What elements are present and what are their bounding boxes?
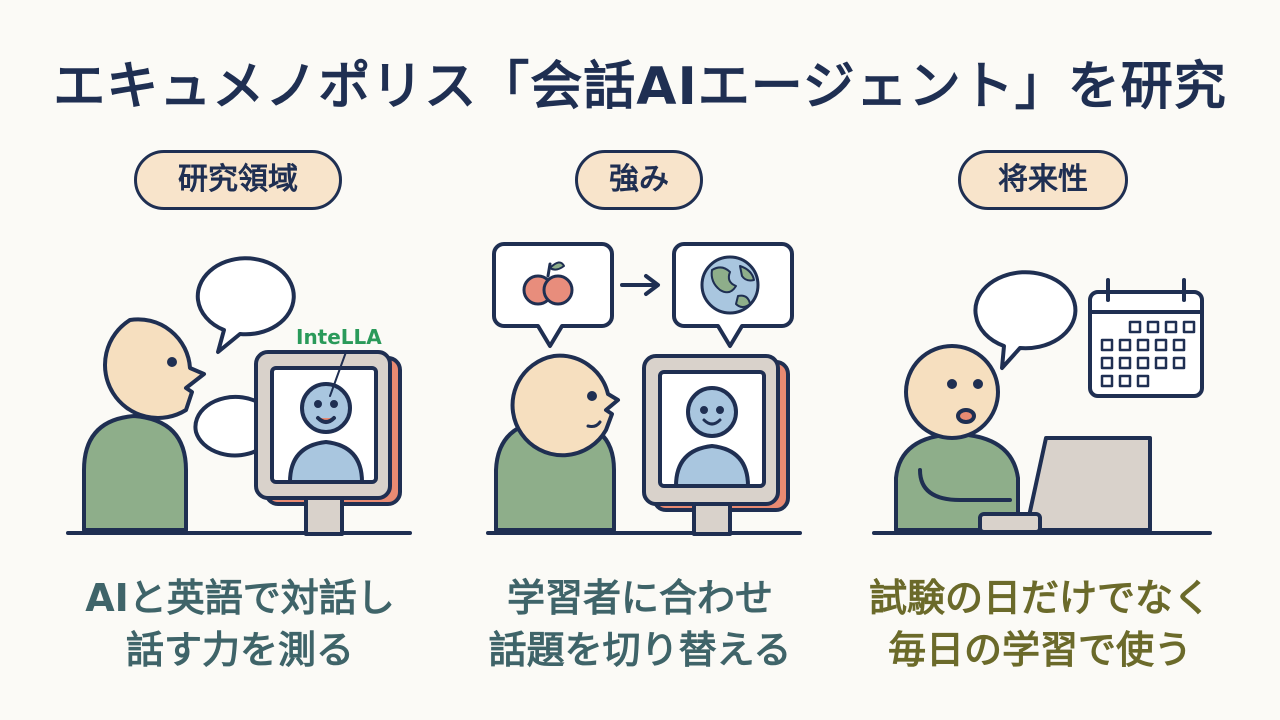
panel-caption-research: AIと英語で対話し 話す力を測る <box>40 572 440 676</box>
monitor-icon <box>254 350 402 536</box>
panel-caption-future: 試験の日だけでなく 毎日の学習で使う <box>840 572 1240 676</box>
person-head <box>510 353 620 458</box>
caption-line: 試験の日だけでなく <box>868 576 1211 620</box>
globe-icon <box>672 242 794 348</box>
eye <box>947 379 957 389</box>
person-body <box>82 414 188 532</box>
eye <box>167 357 177 367</box>
person-head <box>103 317 206 420</box>
caption-line: 学習者に合わせ <box>506 576 773 620</box>
laptop-icon <box>978 436 1152 534</box>
panel-1-scene <box>66 256 412 536</box>
speech-bubble-icon <box>973 270 1078 370</box>
calendar-icon <box>1088 278 1204 398</box>
caption-line: AIと英語で対話し <box>85 576 395 620</box>
mouth <box>586 420 602 428</box>
caption-line: 話す力を測る <box>125 628 354 672</box>
panel-3-scene <box>872 270 1212 535</box>
intella-label: InteLLA <box>296 325 382 349</box>
eye <box>587 391 597 401</box>
caption-line: 話題を切り替える <box>488 628 792 672</box>
panel-label-strength: 強み <box>575 150 703 210</box>
caption-line: 毎日の学習で使う <box>887 628 1192 672</box>
panel-label-future: 将来性 <box>958 150 1128 210</box>
arm <box>918 468 1012 502</box>
panel-caption-strength: 学習者に合わせ 話題を切り替える <box>440 572 840 676</box>
panel-2-scene <box>486 242 802 536</box>
person-head <box>904 344 1000 440</box>
speech-bubble-icon <box>195 256 296 354</box>
panel-label-research: 研究領域 <box>134 150 342 210</box>
arrow-right-icon <box>620 274 660 296</box>
eye <box>973 379 983 389</box>
monitor-icon <box>642 354 790 536</box>
apple-icon <box>492 242 614 348</box>
mouth <box>956 408 976 424</box>
page-title: エキュメノポリス「会話AIエージェント」を研究 <box>53 57 1227 117</box>
